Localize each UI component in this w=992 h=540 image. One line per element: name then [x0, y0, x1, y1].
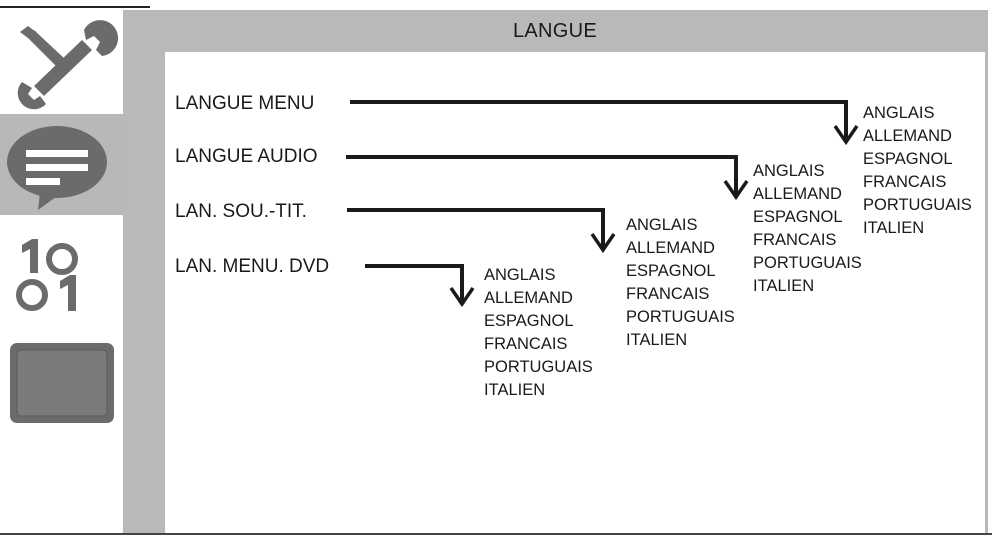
- arrow-sou-tit: [347, 208, 605, 248]
- option-item[interactable]: FRANCAIS: [626, 285, 710, 303]
- sidebar-gutter: [123, 10, 165, 533]
- option-item[interactable]: ITALIEN: [484, 381, 546, 399]
- options-menu-dvd: ANGLAIS ALLEMAND ESPAGNOL FRANCAIS PORTU…: [484, 264, 593, 402]
- row-label-sou-tit[interactable]: LAN. SOU.-TIT.: [175, 201, 307, 222]
- option-item[interactable]: ALLEMAND: [626, 239, 715, 257]
- options-sou-tit: ANGLAIS ALLEMAND ESPAGNOL FRANCAIS PORTU…: [626, 214, 735, 352]
- option-item[interactable]: ANGLAIS: [753, 162, 825, 180]
- sidebar: [0, 10, 123, 533]
- main-panel: [165, 52, 985, 533]
- sidebar-item-settings[interactable]: [0, 10, 123, 114]
- option-item[interactable]: ALLEMAND: [753, 185, 842, 203]
- option-item[interactable]: ESPAGNOL: [863, 150, 953, 168]
- page-title: LANGUE: [512, 20, 598, 42]
- row-label-langue-audio[interactable]: LANGUE AUDIO: [175, 146, 318, 167]
- binary-10-01-icon: [16, 239, 78, 311]
- option-item[interactable]: ITALIEN: [863, 219, 925, 237]
- sidebar-item-language[interactable]: [0, 114, 123, 215]
- row-label-langue-menu[interactable]: LANGUE MENU: [175, 93, 315, 114]
- speech-bubble-icon: [7, 126, 107, 210]
- wrench-screwdriver-icon: [17, 20, 119, 110]
- title-bar: LANGUE: [123, 10, 987, 52]
- option-item[interactable]: PORTUGUAIS: [753, 254, 862, 272]
- option-item[interactable]: ESPAGNOL: [484, 312, 574, 330]
- option-item[interactable]: ANGLAIS: [484, 266, 556, 284]
- top-rule: [0, 6, 150, 8]
- option-item[interactable]: ESPAGNOL: [626, 262, 716, 280]
- option-item[interactable]: ALLEMAND: [484, 289, 573, 307]
- screen-icon: [10, 343, 114, 423]
- row-label-menu-dvd[interactable]: LAN. MENU. DVD: [175, 256, 330, 277]
- option-item[interactable]: FRANCAIS: [484, 335, 568, 353]
- arrow-menu-dvd: [365, 264, 464, 302]
- option-item[interactable]: FRANCAIS: [863, 173, 947, 191]
- options-langue-audio: ANGLAIS ALLEMAND ESPAGNOL FRANCAIS PORTU…: [753, 160, 862, 298]
- option-item[interactable]: ESPAGNOL: [753, 208, 843, 226]
- option-item[interactable]: ITALIEN: [753, 277, 815, 295]
- option-item[interactable]: ITALIEN: [626, 331, 688, 349]
- option-item[interactable]: ALLEMAND: [863, 127, 952, 145]
- option-item[interactable]: PORTUGUAIS: [484, 358, 593, 376]
- option-item[interactable]: FRANCAIS: [753, 231, 837, 249]
- option-item[interactable]: ANGLAIS: [626, 216, 698, 234]
- option-item[interactable]: PORTUGUAIS: [626, 308, 735, 326]
- arrow-langue-audio: [346, 155, 738, 195]
- arrow-langue-menu: [350, 100, 848, 140]
- sidebar-item-numbers[interactable]: [0, 215, 123, 335]
- options-langue-menu: ANGLAIS ALLEMAND ESPAGNOL FRANCAIS PORTU…: [863, 102, 972, 240]
- sidebar-item-display[interactable]: [0, 335, 123, 435]
- right-border: [985, 10, 988, 533]
- option-item[interactable]: ANGLAIS: [863, 104, 935, 122]
- option-item[interactable]: PORTUGUAIS: [863, 196, 972, 214]
- bottom-rule: [0, 533, 992, 535]
